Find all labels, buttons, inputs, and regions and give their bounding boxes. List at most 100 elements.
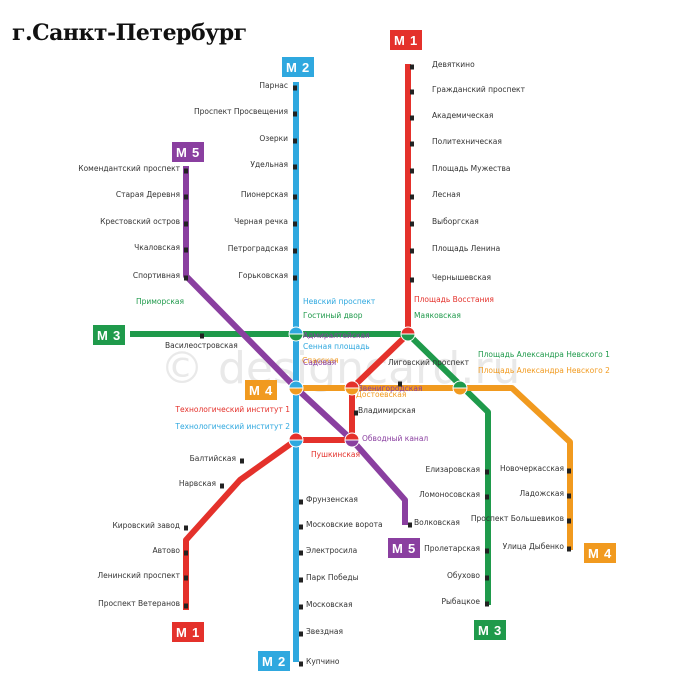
interchange-node[interactable]: [344, 380, 360, 396]
station-label[interactable]: Фрунзенская: [306, 495, 358, 504]
station-tick: [184, 550, 188, 556]
station-label[interactable]: Приморская: [136, 297, 184, 306]
station-tick: [299, 604, 303, 610]
station-label[interactable]: Кировский завод: [112, 521, 180, 530]
station-label[interactable]: Площадь Мужества: [432, 164, 510, 173]
station-tick: [485, 601, 489, 607]
station-label[interactable]: Обухово: [447, 571, 480, 580]
station-label[interactable]: Старая Деревня: [116, 190, 180, 199]
station-label[interactable]: Ладожская: [519, 489, 564, 498]
interchange-node[interactable]: [344, 432, 360, 448]
station-label[interactable]: Парк Победы: [306, 573, 359, 582]
station-label[interactable]: Нарвская: [179, 479, 216, 488]
station-label[interactable]: Технологический институт 2: [174, 422, 290, 431]
station-label[interactable]: Пролетарская: [424, 544, 480, 553]
station-label[interactable]: Московские ворота: [306, 520, 383, 529]
interchange-node[interactable]: [288, 432, 304, 448]
station-label[interactable]: Сенная площадь: [303, 342, 370, 351]
station-label[interactable]: Парнас: [259, 81, 288, 90]
station-label[interactable]: Владимирская: [358, 406, 416, 415]
station-tick: [410, 277, 414, 283]
station-label[interactable]: Крестовский остров: [100, 217, 180, 226]
station-label[interactable]: Автово: [152, 546, 180, 555]
station-tick: [567, 468, 571, 474]
line-4-route: [296, 385, 573, 550]
station-label[interactable]: Елизаровская: [425, 465, 480, 474]
station-tick: [408, 522, 412, 528]
station-label[interactable]: Маяковская: [414, 311, 461, 320]
station-label[interactable]: Политехническая: [432, 137, 502, 146]
station-label[interactable]: Волковская: [414, 518, 460, 527]
station-label[interactable]: Площадь Александра Невского 1: [478, 350, 610, 359]
station-label[interactable]: Петроградская: [228, 244, 288, 253]
station-label[interactable]: Спортивная: [133, 271, 180, 280]
station-label[interactable]: Спасская: [302, 356, 339, 365]
station-label[interactable]: Ленинский проспект: [97, 571, 180, 580]
line-number: 1: [192, 625, 199, 640]
station-label[interactable]: Балтийская: [190, 454, 236, 463]
station-label[interactable]: Адмиралтейская: [303, 331, 370, 340]
station-label[interactable]: Садовая: [303, 358, 336, 367]
station-label[interactable]: Академическая: [432, 111, 493, 120]
station-tick: [398, 381, 402, 387]
station-label[interactable]: Чернышевская: [432, 273, 491, 282]
line-5-route: [183, 166, 408, 525]
interchange-node[interactable]: [452, 380, 468, 396]
interchange-node[interactable]: [400, 326, 416, 342]
station-label[interactable]: Горьковская: [238, 271, 288, 280]
station-label[interactable]: Лиговский проспект: [388, 358, 470, 367]
station-label[interactable]: Московская: [306, 600, 352, 609]
station-label[interactable]: Проспект Просвещения: [194, 107, 288, 116]
station-label[interactable]: Площадь Восстания: [414, 295, 494, 304]
station-label[interactable]: Пушкинская: [311, 450, 360, 459]
interchange-node[interactable]: [288, 380, 304, 396]
station-label[interactable]: Улица Дыбенко: [503, 542, 565, 551]
station-label[interactable]: Новочеркасская: [500, 464, 564, 473]
station-label[interactable]: Электросила: [306, 546, 357, 555]
station-label[interactable]: Комендантский проспект: [78, 164, 180, 173]
station-label[interactable]: Невский проспект: [303, 297, 376, 306]
station-tick: [200, 333, 204, 339]
station-label[interactable]: Озерки: [259, 134, 288, 143]
station-label[interactable]: Купчино: [306, 657, 340, 666]
station-label[interactable]: Обводный канал: [362, 434, 428, 443]
station-label[interactable]: Гостиный двор: [303, 311, 363, 320]
station-label[interactable]: Лесная: [432, 190, 460, 199]
station-label[interactable]: Проспект Ветеранов: [98, 599, 180, 608]
station-label[interactable]: Звездная: [306, 627, 343, 636]
station-label[interactable]: Ломоносовская: [419, 490, 480, 499]
station-label[interactable]: Черная речка: [234, 217, 288, 226]
station-label[interactable]: Проспект Большевиков: [471, 514, 564, 523]
station-label[interactable]: Девяткино: [432, 60, 475, 69]
station-tick: [299, 550, 303, 556]
station-label[interactable]: Удельная: [250, 160, 288, 169]
station-label[interactable]: Выборгская: [432, 217, 479, 226]
station-tick: [410, 141, 414, 147]
station-label[interactable]: Площадь Александра Невского 2: [478, 366, 610, 375]
station-label[interactable]: Чкаловская: [134, 243, 180, 252]
station-label[interactable]: Технологический институт 1: [174, 405, 290, 414]
station-label[interactable]: Площадь Ленина: [432, 244, 500, 253]
station-label[interactable]: Василеостровская: [165, 341, 238, 350]
station-tick: [293, 138, 297, 144]
station-tick: [299, 524, 303, 530]
station-label[interactable]: Гражданский проспект: [432, 85, 526, 94]
station-tick: [184, 194, 188, 200]
station-label[interactable]: Пионерская: [241, 190, 288, 199]
station-tick: [184, 247, 188, 253]
station-label[interactable]: Звенигородская: [358, 384, 422, 393]
station-label[interactable]: Достоевская: [356, 390, 406, 399]
station-tick: [184, 575, 188, 581]
interchange-node[interactable]: [288, 326, 304, 342]
station-label[interactable]: Рыбацкое: [441, 597, 480, 606]
